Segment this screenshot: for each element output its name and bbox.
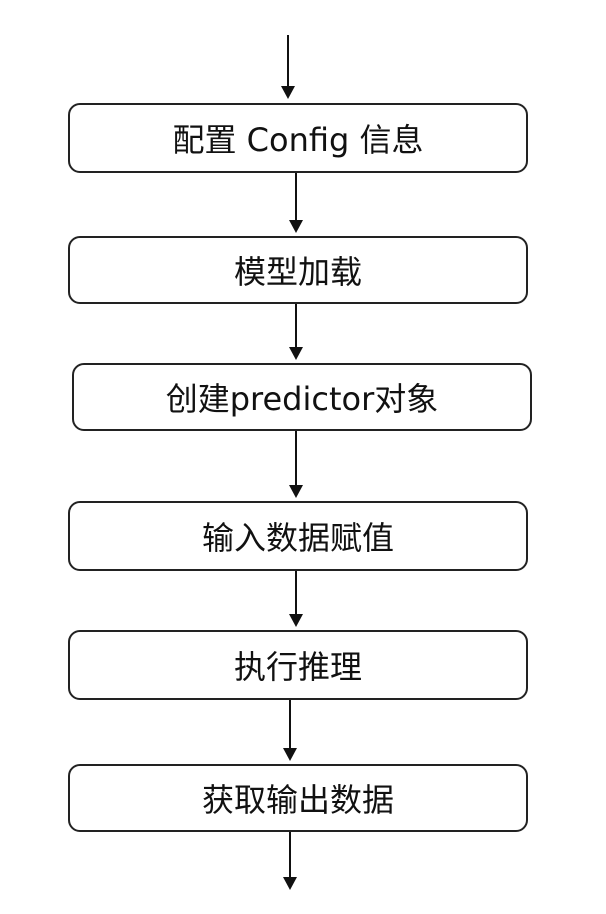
arrow-4-line xyxy=(295,571,297,614)
arrow-2-line xyxy=(295,304,297,347)
arrow-3-head xyxy=(289,485,303,498)
step-create-predictor: 创建predictor对象 xyxy=(72,363,532,431)
step-label: 输入数据赋值 xyxy=(201,519,394,557)
step-input-data: 输入数据赋值 xyxy=(68,501,528,571)
arrow-2-head xyxy=(289,347,303,360)
arrow-5-line xyxy=(289,700,291,748)
arrow-1-line xyxy=(295,173,297,220)
step-label: 配置 Config 信息 xyxy=(172,121,424,159)
step-get-output: 获取输出数据 xyxy=(68,764,528,832)
step-configure-config: 配置 Config 信息 xyxy=(68,103,528,173)
arrow-exit-head xyxy=(283,877,297,890)
arrow-1-head xyxy=(289,220,303,233)
arrow-4-head xyxy=(289,614,303,627)
arrow-entry-head xyxy=(281,86,295,99)
step-label: 获取输出数据 xyxy=(201,781,394,819)
step-run-inference: 执行推理 xyxy=(68,630,528,700)
arrow-3-line xyxy=(295,431,297,485)
step-load-model: 模型加载 xyxy=(68,236,528,304)
arrow-entry-line xyxy=(287,35,289,87)
step-label: 模型加载 xyxy=(233,253,362,291)
arrow-5-head xyxy=(283,748,297,761)
step-label: 执行推理 xyxy=(233,648,362,686)
arrow-exit-line xyxy=(289,832,291,878)
step-label: 创建predictor对象 xyxy=(165,380,439,418)
